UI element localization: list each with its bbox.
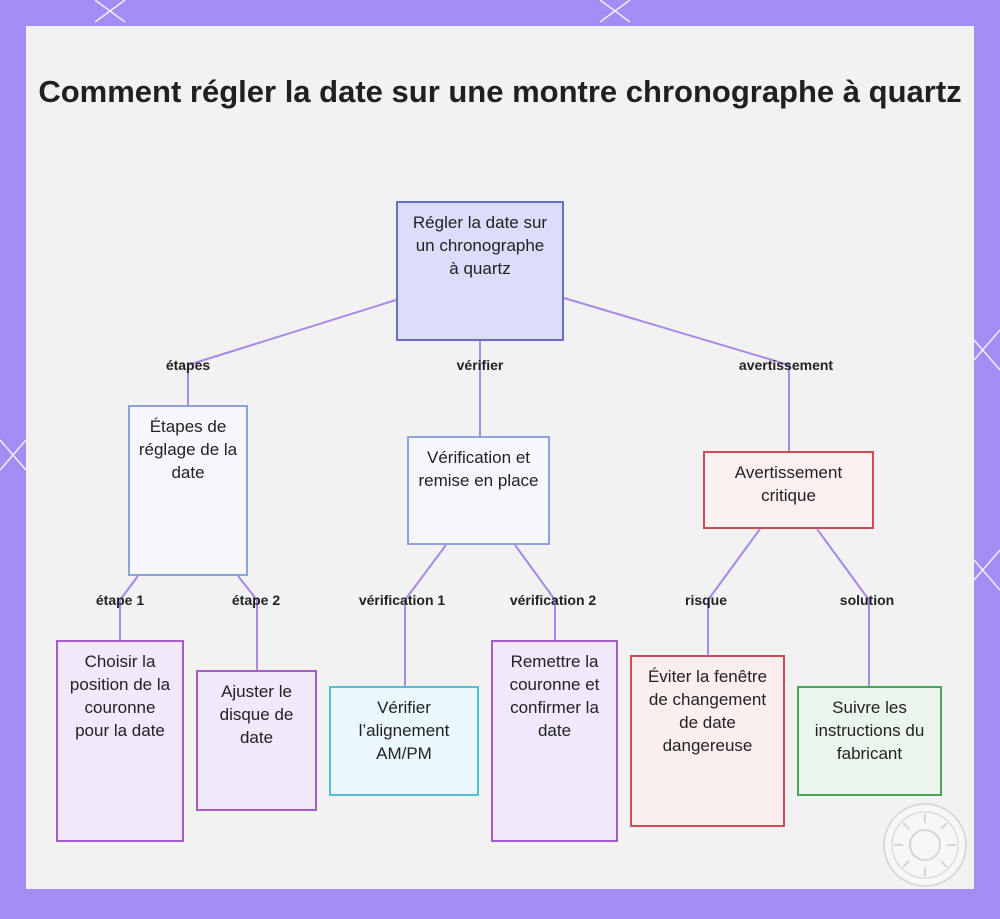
- edge-label-verify: vérifier: [456, 357, 504, 373]
- edge-label-risk: risque: [684, 592, 728, 608]
- edge-label-steps: étapes: [165, 357, 211, 373]
- edge-verify-check1: [404, 544, 447, 686]
- node-warning: Avertissement critique: [703, 451, 874, 529]
- edge-warning-solution: [816, 528, 870, 686]
- watch-seal-icon: [883, 803, 967, 887]
- node-push-crown: Remettre la couronne et confirmer la dat…: [491, 640, 618, 842]
- edge-label-check1: vérification 1: [358, 592, 446, 608]
- node-crown-position: Choisir la position de la couronne pour …: [56, 640, 184, 842]
- edge-label-solution: solution: [839, 592, 895, 608]
- edge-verify-check2: [514, 544, 556, 640]
- edge-label-warning: avertissement: [738, 357, 834, 373]
- node-check-ampm: Vérifier l’alignement AM/PM: [329, 686, 479, 796]
- edge-steps-step2: [237, 575, 258, 670]
- node-adjust-disk: Ajuster le disque de date: [196, 670, 317, 811]
- edge-steps-step1: [119, 575, 139, 640]
- node-root: Régler la date sur un chronographe à qua…: [396, 201, 564, 341]
- node-follow-instructions: Suivre les instructions du fabricant: [797, 686, 942, 796]
- edge-label-check2: vérification 2: [509, 592, 597, 608]
- node-verification: Vérification et remise en place: [407, 436, 550, 545]
- edge-label-step1: étape 1: [95, 592, 145, 608]
- edge-root-steps: [187, 299, 397, 405]
- edge-root-warning: [563, 297, 790, 451]
- node-steps: Étapes de réglage de la date: [128, 405, 248, 576]
- node-avoid-window: Éviter la fenêtre de changement de date …: [630, 655, 785, 827]
- page-title: Comment régler la date sur une montre ch…: [38, 74, 962, 109]
- edge-warning-risk: [707, 528, 761, 655]
- edge-label-step2: étape 2: [231, 592, 281, 608]
